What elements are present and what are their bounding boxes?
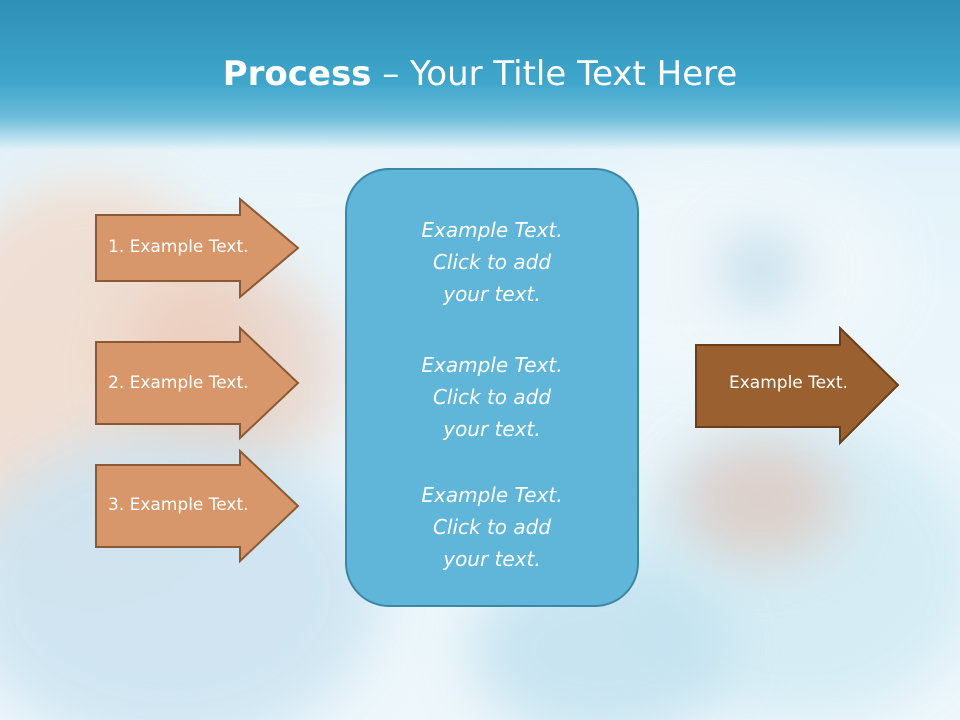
center-item-3-line2: Click to add <box>432 515 552 539</box>
center-item-1-line1: Example Text. <box>421 218 563 242</box>
arrow-shape-1 <box>95 196 300 300</box>
center-item-2-line2: Click to add <box>432 385 552 409</box>
input-arrow-2[interactable]: 2. Example Text. <box>95 325 301 441</box>
center-text-box[interactable]: Example Text. Click to add your text. Ex… <box>345 168 639 607</box>
center-item-2-line1: Example Text. <box>421 353 563 377</box>
center-item-3: Example Text. Click to add your text. <box>347 479 637 575</box>
input-label-1: 1. Example Text. <box>108 237 249 257</box>
output-arrow[interactable]: Example Text. <box>695 325 901 446</box>
center-item-1-line3: your text. <box>443 282 541 306</box>
arrow-shape-3 <box>95 448 300 564</box>
title-bold: Process <box>222 54 372 94</box>
title-rest: – Your Title Text Here <box>371 54 738 94</box>
slide-title[interactable]: Process – Your Title Text Here <box>0 52 960 96</box>
input-arrow-1[interactable]: 1. Example Text. <box>95 196 301 300</box>
center-item-2: Example Text. Click to add your text. <box>347 349 637 445</box>
output-arrow-shape <box>695 325 900 446</box>
center-item-3-line3: your text. <box>443 547 541 571</box>
center-item-3-line1: Example Text. <box>421 483 563 507</box>
center-item-1: Example Text. Click to add your text. <box>347 214 637 310</box>
input-label-3: 3. Example Text. <box>108 495 249 515</box>
center-item-2-line3: your text. <box>443 417 541 441</box>
arrow-shape-2 <box>95 325 300 441</box>
output-label: Example Text. <box>729 373 848 393</box>
input-arrow-3[interactable]: 3. Example Text. <box>95 448 301 564</box>
title-bar <box>0 0 960 150</box>
center-item-1-line2: Click to add <box>432 250 552 274</box>
input-label-2: 2. Example Text. <box>108 373 249 393</box>
